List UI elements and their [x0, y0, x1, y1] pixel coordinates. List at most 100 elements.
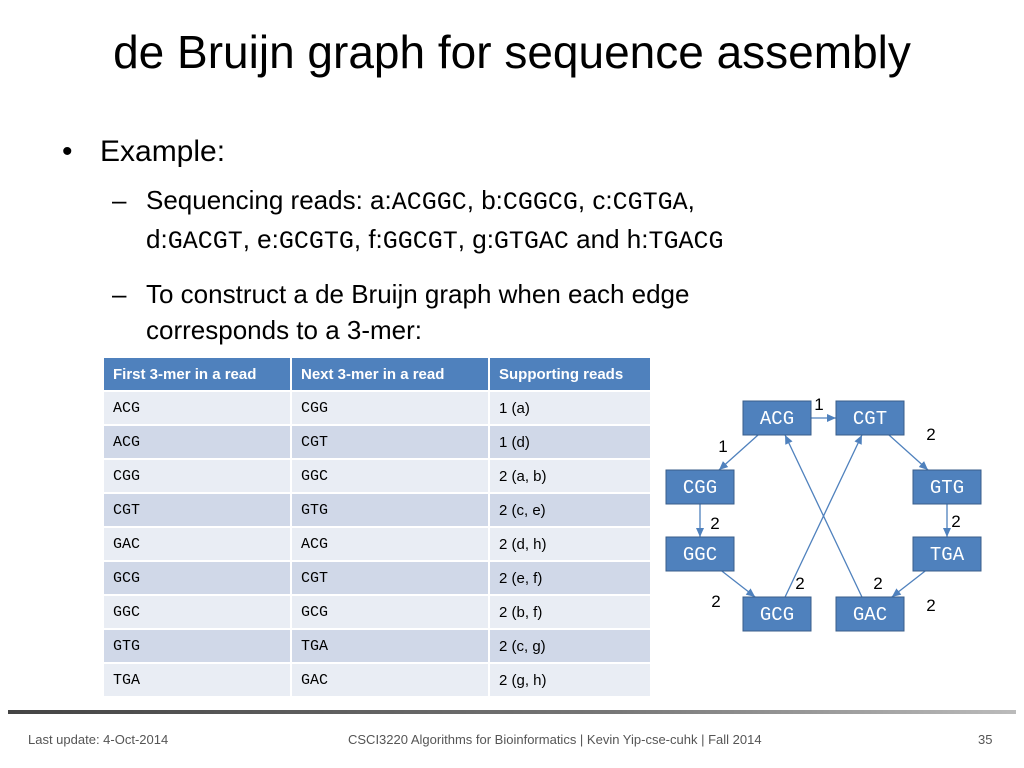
edge-tga-gac [891, 570, 926, 598]
node-gtg [912, 469, 982, 505]
node-label-tga: TGA [930, 544, 965, 566]
read-g-sep: and [568, 224, 627, 254]
table-cell: CGG [291, 390, 490, 425]
node-cgt [835, 400, 905, 436]
read-e-sep: , [353, 224, 369, 254]
table-cell: GCG [104, 560, 292, 595]
edge-weight-cgg-ggc: 2 [710, 514, 719, 533]
read-f-label: f: [368, 224, 383, 254]
edge-ggc-gcg [721, 570, 756, 598]
edge-weight-gcg-cgt: 2 [795, 574, 804, 593]
footer-course: CSCI3220 Algorithms for Bioinformatics |… [348, 732, 762, 747]
table-cell: CGT [291, 560, 490, 595]
node-label-cgt: CGT [853, 408, 887, 430]
reads-text: Sequencing reads: a:ACGGC, b:CGGCG, c:CG… [146, 182, 723, 260]
table-cell: 2 (e, f) [489, 560, 652, 595]
node-ggc [665, 536, 735, 572]
table-cell: GCG [291, 594, 490, 629]
bullet-dot: • [62, 135, 73, 168]
kmer-table: First 3-mer in a read Next 3-mer in a re… [104, 358, 652, 696]
read-d-label: d: [146, 224, 168, 254]
table-cell: GAC [104, 526, 292, 561]
sub-bullet-reads: – Sequencing reads: a:ACGGC, b:CGGCG, c:… [112, 182, 872, 262]
read-a-seq: ACGGC [391, 188, 467, 217]
read-c-sep: , [687, 185, 695, 215]
read-b-sep: , [577, 185, 593, 215]
table-header: Next 3-mer in a read [291, 358, 490, 391]
table-cell: 2 (b, f) [489, 594, 652, 629]
read-f-sep: , [457, 224, 473, 254]
edge-weight-tga-gac: 2 [926, 596, 935, 615]
table-header-row: First 3-mer in a read Next 3-mer in a re… [104, 358, 652, 391]
table-cell: GGC [104, 594, 292, 629]
read-g-label: g: [472, 224, 494, 254]
read-f-seq: GGCGT [382, 227, 458, 256]
read-d-seq: GACGT [167, 227, 243, 256]
table-cell: TGA [104, 662, 292, 696]
table-cell: 2 (c, e) [489, 492, 652, 527]
table-header: Supporting reads [489, 358, 652, 391]
node-label-cgg: CGG [683, 477, 717, 499]
table-cell: CGT [104, 492, 292, 527]
edge-weight-acg-cgt: 1 [814, 395, 823, 414]
table-cell: CGG [104, 458, 292, 493]
table-cell: 1 (d) [489, 424, 652, 459]
dash-marker: – [112, 279, 127, 309]
node-label-gtg: GTG [930, 477, 964, 499]
slide-title: de Bruijn graph for sequence assembly [113, 26, 911, 78]
table-cell: 2 (c, g) [489, 628, 652, 663]
edge-weight-gtg-tga: 2 [951, 512, 960, 531]
table-cell: GAC [291, 662, 490, 696]
read-c-label: c: [592, 185, 613, 215]
table-cell: GTG [104, 628, 292, 663]
read-b-label: b: [481, 185, 503, 215]
read-a-label: a: [370, 185, 392, 215]
table-cell: ACG [291, 526, 490, 561]
read-h-label: h: [626, 224, 649, 254]
node-gcg [742, 596, 812, 632]
table-cell: GGC [291, 458, 490, 493]
table-cell: ACG [104, 390, 292, 425]
node-label-gcg: GCG [760, 604, 794, 626]
table-cell: 2 (d, h) [489, 526, 652, 561]
node-cgg [665, 469, 735, 505]
sub-bullet-construct: – To construct a de Bruijn graph when ea… [112, 276, 872, 356]
node-label-ggc: GGC [683, 544, 717, 566]
table-cell: 2 (a, b) [489, 458, 652, 493]
footer-page-number: 35 [978, 732, 993, 747]
read-g-seq: GTGAC [493, 227, 569, 256]
reads-prefix: Sequencing reads: [146, 185, 371, 215]
read-e-seq: GCGTG [278, 227, 354, 256]
read-c-seq: CGTGA [612, 188, 688, 217]
read-b-seq: CGGCG [502, 188, 578, 217]
table-cell: TGA [291, 628, 490, 663]
node-tga [912, 536, 982, 572]
node-label-gac: GAC [853, 604, 887, 626]
node-label-acg: ACG [760, 408, 794, 430]
table-cell: GTG [291, 492, 490, 527]
dash-marker: – [112, 185, 127, 215]
footer-last-update: Last update: 4-Oct-2014 [28, 732, 169, 747]
edge-cgt-gtg [888, 434, 929, 471]
example-label: Example: [100, 135, 226, 168]
read-e-label: e: [257, 224, 279, 254]
table-cell: 2 (g, h) [489, 662, 652, 696]
edge-acg-cgg [718, 434, 759, 471]
construct-text: To construct a de Bruijn graph when each… [146, 279, 690, 345]
edge-gac-acg [784, 434, 863, 598]
edge-weight-cgt-gtg: 2 [926, 425, 935, 444]
read-h-seq: TGACG [648, 227, 724, 256]
table-header: First 3-mer in a read [104, 358, 292, 391]
table-cell: CGT [291, 424, 490, 459]
edge-weight-acg-cgg: 1 [718, 437, 727, 456]
